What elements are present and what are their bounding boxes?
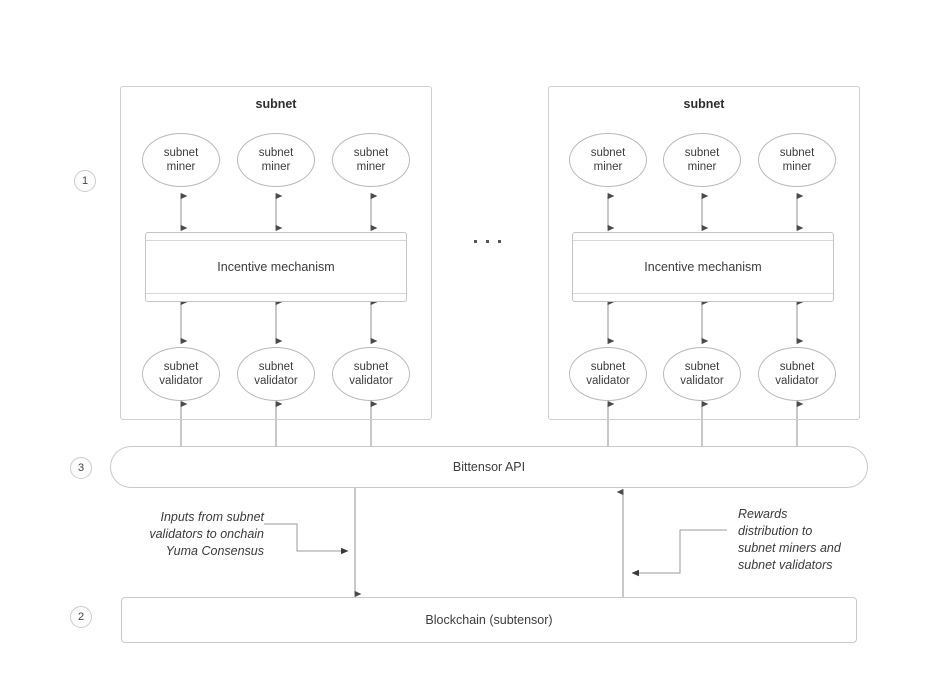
annotation-line: Rewards bbox=[738, 507, 788, 521]
node-line-2: validator bbox=[254, 375, 298, 387]
node-line-1: subnet bbox=[163, 361, 199, 373]
node-line-2: miner bbox=[593, 161, 623, 173]
incentive-mechanism-label: Incentive mechanism bbox=[217, 260, 335, 274]
node-line-1: subnet bbox=[779, 147, 815, 159]
incentive-mechanism-box[interactable]: Incentive mechanism bbox=[145, 232, 407, 302]
subnet-validator-node[interactable]: subnet validator bbox=[758, 347, 836, 401]
bittensor-api-box[interactable]: Bittensor API bbox=[110, 446, 868, 488]
subnet-miner-node[interactable]: subnet miner bbox=[237, 133, 315, 187]
subnet-miner-node[interactable]: subnet miner bbox=[569, 133, 647, 187]
mechanism-rule-bottom bbox=[573, 293, 833, 294]
node-line-2: validator bbox=[159, 375, 203, 387]
rewards-annotation: Rewards distribution to subnet miners an… bbox=[738, 506, 898, 574]
subnet-box-2[interactable]: subnet bbox=[548, 86, 860, 420]
node-line-1: subnet bbox=[684, 147, 720, 159]
step-badge-2: 2 bbox=[70, 606, 92, 628]
node-line-1: subnet bbox=[258, 361, 294, 373]
rewards-annotation-connector bbox=[631, 529, 727, 577]
step-badge-1: 1 bbox=[74, 170, 96, 192]
node-line-1: subnet bbox=[590, 361, 626, 373]
subnet-miner-node[interactable]: subnet miner bbox=[758, 133, 836, 187]
incentive-mechanism-label: Incentive mechanism bbox=[644, 260, 762, 274]
blockchain-box[interactable]: Blockchain (subtensor) bbox=[121, 597, 857, 643]
node-line-2: miner bbox=[782, 161, 812, 173]
subnet-validator-node[interactable]: subnet validator bbox=[142, 347, 220, 401]
subnet-ellipsis-icon bbox=[474, 240, 501, 243]
node-line-2: miner bbox=[166, 161, 196, 173]
annotation-line: validators to onchain bbox=[149, 527, 264, 541]
mechanism-rule-top bbox=[573, 240, 833, 241]
node-line-2: miner bbox=[687, 161, 717, 173]
incentive-mechanism-box[interactable]: Incentive mechanism bbox=[572, 232, 834, 302]
node-line-2: miner bbox=[261, 161, 291, 173]
step-badge-3: 3 bbox=[70, 457, 92, 479]
annotation-line: distribution to bbox=[738, 524, 813, 538]
node-line-1: subnet bbox=[590, 147, 626, 159]
node-line-1: subnet bbox=[353, 147, 389, 159]
node-line-1: subnet bbox=[163, 147, 199, 159]
subnet-title: subnet bbox=[683, 97, 725, 111]
subnet-miner-node[interactable]: subnet miner bbox=[142, 133, 220, 187]
annotation-line: Inputs from subnet bbox=[160, 510, 264, 524]
subnet-validator-node[interactable]: subnet validator bbox=[569, 347, 647, 401]
subnet-box-1[interactable]: subnet bbox=[120, 86, 432, 420]
inputs-annotation: Inputs from subnet validators to onchain… bbox=[118, 509, 264, 560]
annotation-line: subnet miners and bbox=[738, 541, 841, 555]
node-line-2: validator bbox=[680, 375, 724, 387]
mechanism-rule-top bbox=[146, 240, 406, 241]
subnet-miner-node[interactable]: subnet miner bbox=[663, 133, 741, 187]
node-line-1: subnet bbox=[779, 361, 815, 373]
node-line-1: subnet bbox=[258, 147, 294, 159]
node-line-2: miner bbox=[356, 161, 386, 173]
subnet-miner-node[interactable]: subnet miner bbox=[332, 133, 410, 187]
annotation-line: Yuma Consensus bbox=[165, 544, 264, 558]
subnet-title: subnet bbox=[255, 97, 297, 111]
annotation-line: subnet validators bbox=[738, 558, 833, 572]
node-line-1: subnet bbox=[353, 361, 389, 373]
subnet-validator-node[interactable]: subnet validator bbox=[663, 347, 741, 401]
inputs-annotation-connector bbox=[264, 523, 349, 555]
subnet-validator-node[interactable]: subnet validator bbox=[237, 347, 315, 401]
subnet-validator-node[interactable]: subnet validator bbox=[332, 347, 410, 401]
node-line-2: validator bbox=[349, 375, 393, 387]
node-line-1: subnet bbox=[684, 361, 720, 373]
node-line-2: validator bbox=[586, 375, 630, 387]
mechanism-rule-bottom bbox=[146, 293, 406, 294]
node-line-2: validator bbox=[775, 375, 819, 387]
